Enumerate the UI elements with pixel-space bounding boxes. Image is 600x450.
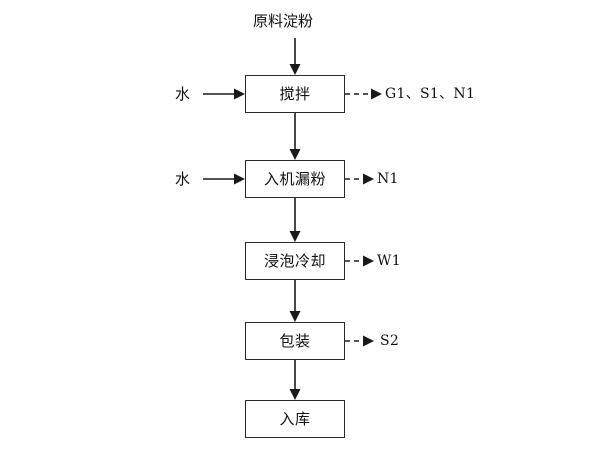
side-output-label-pack: S2 xyxy=(380,333,400,349)
process-node-feed[interactable]: 入机漏粉 xyxy=(245,160,345,198)
connector-water-to-mix xyxy=(203,88,245,100)
side-output-label-mix: G1、S1、N1 xyxy=(385,86,476,102)
connector-soak-to-output xyxy=(345,255,374,267)
connector-feed-to-soak xyxy=(289,198,301,242)
process-node-pack[interactable]: 包装 xyxy=(245,322,345,360)
side-output-label-feed: N1 xyxy=(377,171,399,187)
connector-pack-to-output xyxy=(345,335,374,347)
connector-pack-to-storage xyxy=(289,360,301,400)
side-output-label-soak: W1 xyxy=(377,253,401,269)
connector-water-to-feed xyxy=(203,173,245,185)
connector-mix-to-output xyxy=(345,88,382,100)
process-node-soak[interactable]: 浸泡冷却 xyxy=(245,242,345,280)
input-label-feedstock: 原料淀粉 xyxy=(253,12,314,30)
connector-feedstock-to-mix xyxy=(289,38,301,75)
side-input-label-water-mix: 水 xyxy=(175,85,191,103)
connector-feed-to-output xyxy=(345,173,374,185)
process-node-mix[interactable]: 搅拌 xyxy=(245,75,345,113)
process-node-storage[interactable]: 入库 xyxy=(245,400,345,438)
connector-mix-to-feed xyxy=(289,113,301,160)
connector-soak-to-pack xyxy=(289,280,301,322)
side-input-label-water-feed: 水 xyxy=(175,170,191,188)
